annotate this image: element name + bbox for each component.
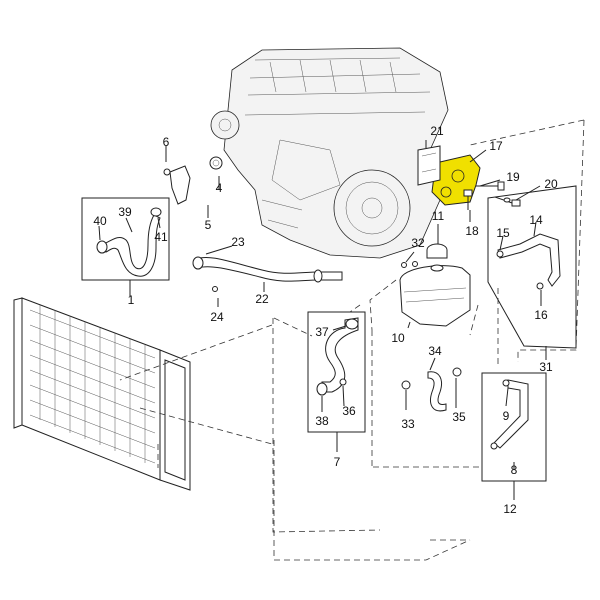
gasket-21 [417, 145, 441, 186]
fitting-5 [169, 165, 191, 205]
callout-17: 17 [489, 139, 503, 153]
callout-21: 21 [430, 124, 444, 138]
callout-38: 38 [315, 414, 329, 428]
hose-12 [493, 379, 529, 449]
hose-31 [497, 233, 561, 287]
callout-37: 37 [315, 325, 329, 339]
callout-1: 1 [128, 293, 135, 307]
callout-10: 10 [391, 331, 405, 345]
hose-1 [103, 214, 161, 277]
callout-8: 8 [511, 463, 518, 477]
callout-5: 5 [205, 218, 212, 232]
connection-lines [119, 119, 585, 561]
callout-40: 40 [93, 214, 107, 228]
callout-22: 22 [255, 292, 269, 306]
callout-20: 20 [544, 177, 558, 191]
callout-7: 7 [334, 455, 341, 469]
callout-23: 23 [231, 235, 245, 249]
hose-31-box [487, 185, 577, 349]
engine-assembly [210, 47, 449, 259]
callout-11: 11 [432, 209, 445, 223]
hose-1-box [81, 197, 170, 281]
callout-18: 18 [465, 224, 479, 238]
callout-41: 41 [154, 230, 168, 244]
callout-19: 19 [506, 170, 520, 184]
leader-lines [98, 140, 547, 500]
callout-24: 24 [210, 310, 224, 324]
hose-22 [195, 256, 343, 282]
coolant-reservoir [399, 243, 471, 327]
callout-16: 16 [534, 308, 548, 322]
callout-33: 33 [401, 417, 415, 431]
radiator [13, 297, 191, 491]
hose-34 [427, 371, 447, 412]
callout-36: 36 [342, 404, 356, 418]
callout-labels: 1 4 5 6 7 8 9 10 11 12 14 15 16 17 18 19… [93, 124, 558, 516]
callout-32: 32 [411, 236, 425, 250]
callout-15: 15 [496, 226, 510, 240]
callout-34: 34 [428, 344, 442, 358]
callout-35: 35 [452, 410, 466, 424]
callout-9: 9 [503, 409, 510, 423]
callout-4: 4 [216, 181, 223, 195]
callout-14: 14 [529, 213, 543, 227]
callout-12: 12 [503, 502, 517, 516]
callout-6: 6 [163, 135, 170, 149]
callout-31: 31 [539, 360, 553, 374]
callout-39: 39 [118, 205, 132, 219]
